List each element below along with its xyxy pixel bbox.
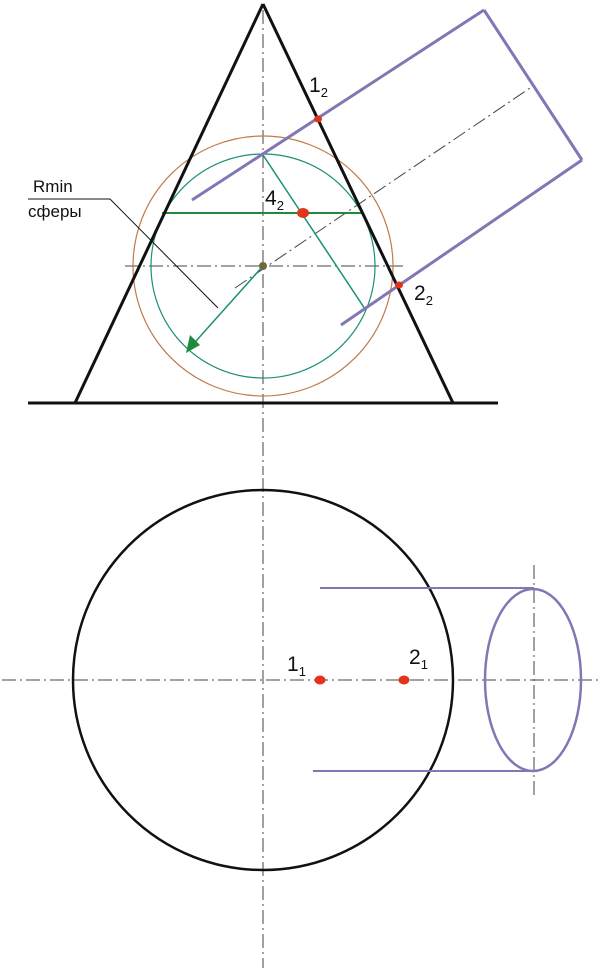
sphere-large (132, 135, 394, 397)
front-view: Rmin сферы 12 22 42 (28, 3, 584, 475)
cylinder-generatrix-lower (340, 158, 583, 327)
annotation-sphere: сферы (28, 202, 82, 221)
label-2-top: 21 (409, 646, 428, 672)
point-2-top (398, 675, 410, 685)
label-1-front: 12 (309, 74, 328, 100)
tangent-line-1 (262, 154, 366, 310)
radius-arrow-line (187, 265, 264, 351)
point-1-front (314, 115, 322, 123)
radius-arrowhead (186, 335, 200, 353)
label-2-front: 22 (414, 282, 433, 308)
point-2-front (395, 281, 403, 289)
cone-left-edge (73, 3, 265, 404)
label-1-top: 11 (287, 653, 306, 679)
cone-right-edge (261, 3, 455, 404)
top-view: 11 21 (2, 478, 602, 968)
cone-base-circle (71, 488, 455, 872)
cylinder-axis (234, 87, 531, 289)
cylinder-generatrix-upper (191, 8, 485, 202)
annotation-leader (109, 198, 219, 309)
point-4-front (297, 208, 309, 218)
label-4-front: 42 (265, 187, 284, 213)
annotation-rmin: Rmin (33, 177, 73, 196)
point-1-top (314, 675, 326, 685)
cylinder-end (482, 9, 584, 161)
sphere-center-point (259, 262, 267, 270)
cylinder-end-ellipse (483, 587, 583, 773)
